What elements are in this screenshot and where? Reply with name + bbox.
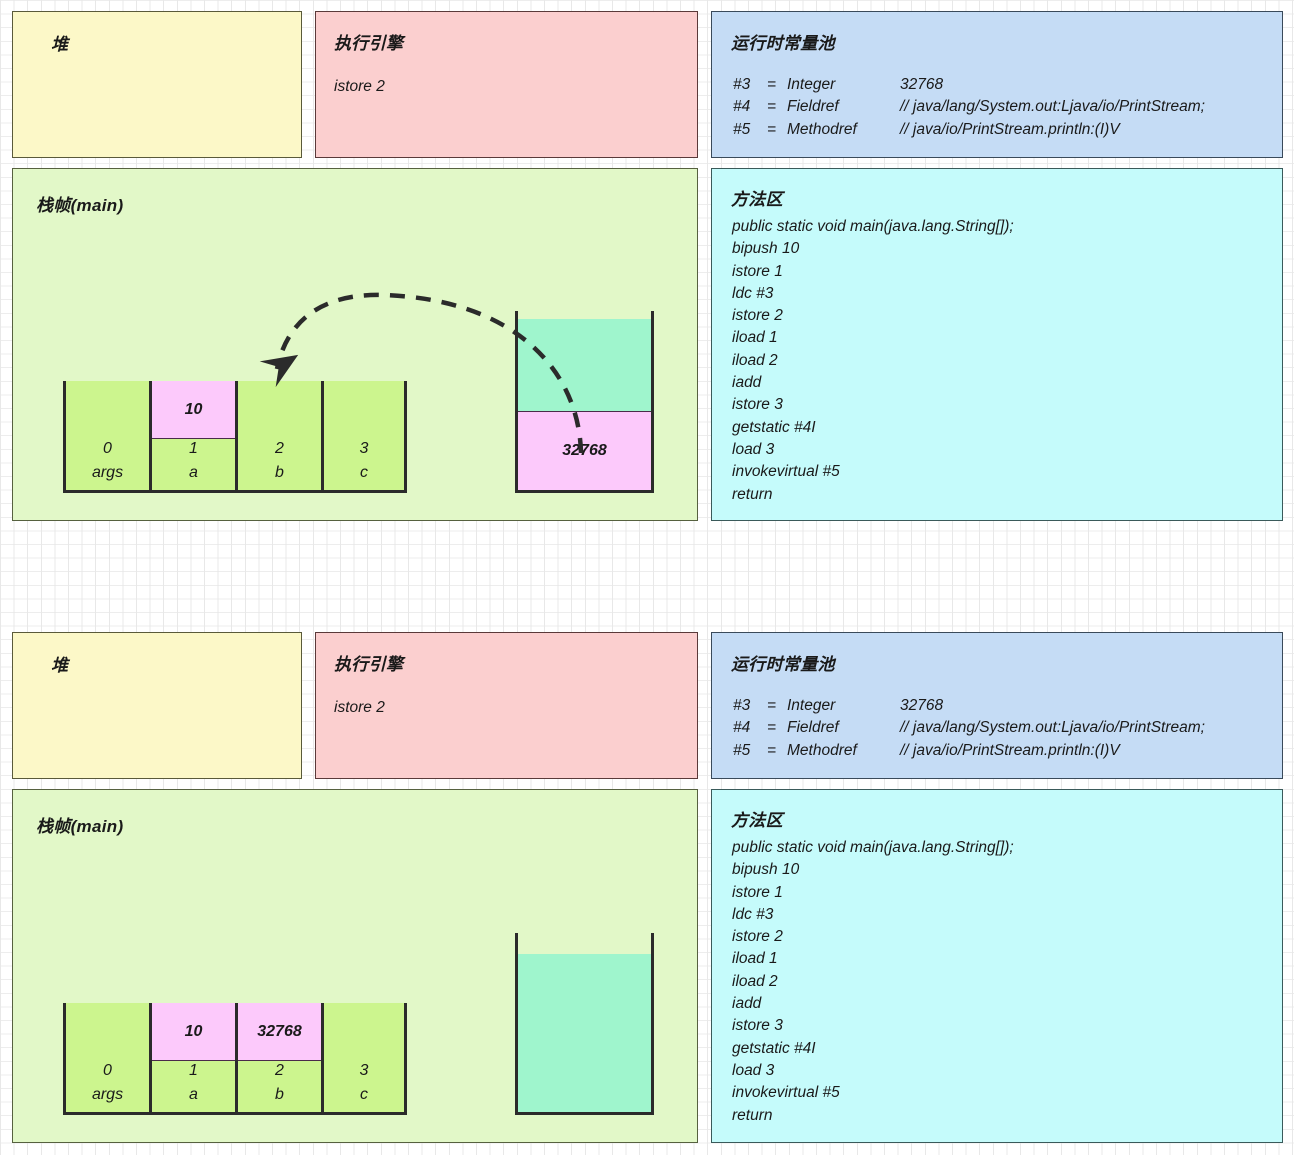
local-slot-name: c bbox=[360, 464, 368, 481]
method-area-bytecode: public static void main(java.lang.String… bbox=[732, 218, 1014, 503]
execution-engine-title: 执行引擎 bbox=[334, 655, 404, 674]
local-slot-name: b bbox=[275, 464, 284, 481]
local-variable-table-1: 0 args 10 1 a 2 b 3 c bbox=[63, 381, 407, 493]
local-slot-2: 2 b bbox=[235, 381, 321, 493]
cp-value: 32768 bbox=[900, 76, 944, 93]
method-area-title: 方法区 bbox=[731, 811, 783, 830]
cp-index: #3 bbox=[733, 76, 751, 93]
operand-stack-1: 32768 bbox=[515, 311, 654, 493]
heap-panel-2: 堆 bbox=[12, 632, 302, 779]
execution-engine-panel-1: 执行引擎 istore 2 bbox=[315, 11, 698, 158]
cp-equals: = bbox=[767, 76, 777, 93]
cp-index: #5 bbox=[733, 741, 751, 759]
local-slot-value: 10 bbox=[152, 1003, 235, 1061]
local-slot-1: 10 1 a bbox=[149, 1003, 235, 1115]
execution-engine-panel-2: 执行引擎 istore 2 bbox=[315, 632, 698, 779]
execution-engine-title: 执行引擎 bbox=[334, 34, 404, 53]
operand-stack-fill bbox=[518, 954, 651, 1112]
heap-title: 堆 bbox=[51, 656, 69, 675]
heap-panel-1: 堆 bbox=[12, 11, 302, 158]
cp-index: #3 bbox=[733, 697, 751, 714]
local-slot-index: 1 bbox=[189, 440, 198, 457]
cp-index: #4 bbox=[733, 719, 751, 737]
stack-frame-panel-1: 栈帧(main) 0 args 10 1 a 2 b 3 c 32768 bbox=[12, 168, 698, 521]
local-slot-0: 0 args bbox=[63, 1003, 149, 1115]
constant-pool-entry-list: #3 = Integer 32768 #4 = Fieldref // java… bbox=[733, 695, 1205, 762]
cp-kind: Fieldref bbox=[787, 719, 839, 737]
local-slot-1: 10 1 a bbox=[149, 381, 235, 493]
local-slot-index: 2 bbox=[275, 440, 284, 457]
local-slot-value: 32768 bbox=[238, 1003, 321, 1061]
cp-kind: Integer bbox=[787, 76, 836, 93]
local-slot-value: 10 bbox=[152, 381, 235, 439]
cp-value: // java/io/PrintStream.println:(I)V bbox=[900, 741, 1120, 759]
local-slot-name: b bbox=[275, 1086, 284, 1103]
local-slot-index: 0 bbox=[103, 440, 112, 457]
local-variable-table-2: 0 args 10 1 a 32768 2 b 3 c bbox=[63, 1003, 407, 1115]
method-area-panel-1: 方法区 public static void main(java.lang.St… bbox=[711, 168, 1283, 521]
cp-index: #5 bbox=[733, 120, 751, 138]
constant-pool-entry: #3 = Integer 32768 bbox=[733, 695, 1205, 717]
cp-kind: Fieldref bbox=[787, 98, 839, 116]
local-slot-index: 3 bbox=[359, 440, 369, 457]
local-slot-name: args bbox=[91, 1086, 124, 1103]
local-slot-name: a bbox=[189, 1086, 198, 1103]
local-slot-index: 0 bbox=[103, 1062, 112, 1079]
local-slot-3: 3 c bbox=[321, 381, 407, 493]
constant-pool-title: 运行时常量池 bbox=[731, 34, 835, 53]
cp-equals: = bbox=[767, 741, 777, 759]
stack-frame-panel-2: 栈帧(main) 0 args 10 1 a 32768 2 b 3 c bbox=[12, 789, 698, 1143]
local-slot-index: 3 bbox=[359, 1062, 369, 1079]
operand-stack-entry: 32768 bbox=[518, 411, 651, 490]
constant-pool-entry: #4 = Fieldref // java/lang/System.out:Lj… bbox=[733, 717, 1205, 739]
local-slot-3: 3 c bbox=[321, 1003, 407, 1115]
local-slot-name: args bbox=[91, 464, 124, 481]
cp-kind: Methodref bbox=[787, 741, 857, 759]
cp-value: 32768 bbox=[900, 697, 944, 714]
cp-kind: Methodref bbox=[787, 120, 857, 138]
constant-pool-panel-2: 运行时常量池 #3 = Integer 32768 #4 = Fieldref … bbox=[711, 632, 1283, 779]
method-area-panel-2: 方法区 public static void main(java.lang.St… bbox=[711, 789, 1283, 1143]
constant-pool-entry: #5 = Methodref // java/io/PrintStream.pr… bbox=[733, 119, 1205, 141]
cp-equals: = bbox=[767, 719, 777, 737]
local-slot-name: c bbox=[360, 1086, 368, 1103]
execution-engine-instruction: istore 2 bbox=[334, 699, 385, 716]
constant-pool-title: 运行时常量池 bbox=[731, 655, 835, 674]
stack-frame-title: 栈帧(main) bbox=[36, 817, 124, 836]
cp-kind: Integer bbox=[787, 697, 836, 714]
cp-value: // java/lang/System.out:Ljava/io/PrintSt… bbox=[900, 719, 1205, 737]
constant-pool-entry: #3 = Integer 32768 bbox=[733, 74, 1205, 96]
method-area-title: 方法区 bbox=[731, 190, 783, 209]
cp-index: #4 bbox=[733, 98, 751, 116]
local-slot-name: a bbox=[189, 464, 198, 481]
operand-stack-fill bbox=[518, 319, 651, 411]
local-slot-0: 0 args bbox=[63, 381, 149, 493]
cp-value: // java/lang/System.out:Ljava/io/PrintSt… bbox=[900, 98, 1205, 116]
cp-equals: = bbox=[767, 697, 777, 714]
local-slot-index: 1 bbox=[189, 1062, 198, 1079]
cp-equals: = bbox=[767, 98, 777, 116]
execution-engine-instruction: istore 2 bbox=[334, 78, 385, 95]
constant-pool-entry-list: #3 = Integer 32768 #4 = Fieldref // java… bbox=[733, 74, 1205, 141]
constant-pool-entry: #5 = Methodref // java/io/PrintStream.pr… bbox=[733, 740, 1205, 762]
operand-stack-2 bbox=[515, 933, 654, 1115]
local-slot-index: 2 bbox=[275, 1062, 284, 1079]
cp-value: // java/io/PrintStream.println:(I)V bbox=[900, 120, 1120, 138]
constant-pool-panel-1: 运行时常量池 #3 = Integer 32768 #4 = Fieldref … bbox=[711, 11, 1283, 158]
local-slot-2: 32768 2 b bbox=[235, 1003, 321, 1115]
method-area-bytecode: public static void main(java.lang.String… bbox=[732, 839, 1014, 1124]
stack-frame-title: 栈帧(main) bbox=[36, 196, 124, 215]
cp-equals: = bbox=[767, 120, 777, 138]
heap-title: 堆 bbox=[51, 35, 69, 54]
constant-pool-entry: #4 = Fieldref // java/lang/System.out:Lj… bbox=[733, 96, 1205, 118]
